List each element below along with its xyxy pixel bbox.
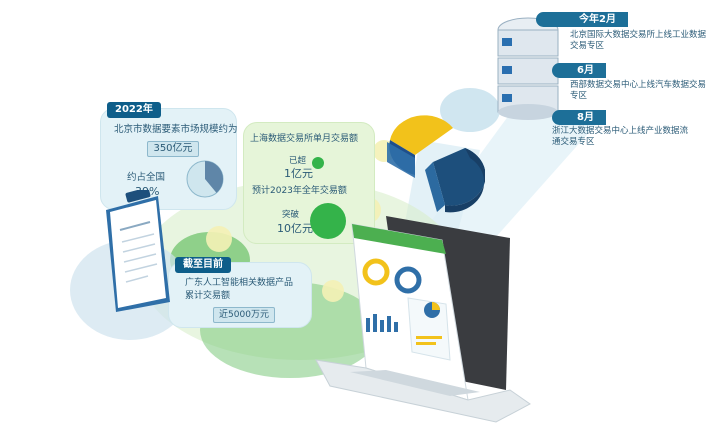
- market-scale-value: 350亿元: [147, 141, 199, 157]
- server-stack-icon: [497, 17, 559, 120]
- timeline-text: 浙江大数据交易中心上线产业数据流通交易专区: [552, 126, 689, 147]
- forecast-title: 预计2023年全年交易额: [252, 186, 347, 196]
- share-pie-slice: [205, 161, 223, 193]
- monthly-dot: [312, 157, 324, 169]
- stat-card-shanghai: 上海数据交易所单月交易额 已超 1亿元 预计2023年全年交易额 突破 10亿元: [243, 122, 375, 244]
- market-scale-label: 北京市数据要素市场规模约为: [114, 124, 238, 135]
- forecast-label: 突破: [282, 210, 300, 220]
- timeline-text: 北京国际大数据交易所上线工业数据交易专区: [570, 30, 707, 51]
- guangdong-value: 近5000万元: [213, 307, 275, 323]
- guangdong-line2: 累计交易额: [185, 291, 231, 301]
- share-label: 约占全国: [127, 172, 166, 183]
- monthly-label: 已超: [289, 156, 307, 166]
- card-tag: 截至目前: [175, 257, 231, 273]
- guangdong-line1: 广东人工智能相关数据产品: [185, 278, 294, 288]
- laptop-icon: [315, 216, 531, 423]
- document-icon: [106, 190, 170, 312]
- timeline-date: 今年2月: [536, 12, 628, 27]
- pie-chart-3d-icon: [387, 115, 485, 213]
- share-pie-chart: [186, 160, 224, 198]
- glow-dot: [206, 226, 232, 252]
- timeline-text: 西部数据交易中心上线汽车数据交易专区: [570, 80, 707, 101]
- forecast-value: 10亿元: [277, 222, 313, 235]
- forecast-dot: [310, 203, 346, 239]
- monthly-value: 1亿元: [284, 167, 313, 180]
- shanghai-title: 上海数据交易所单月交易额: [250, 134, 359, 144]
- timeline-date: 6月: [552, 63, 606, 78]
- glow-dot: [322, 280, 344, 302]
- card-tag: 2022年: [107, 102, 161, 118]
- timeline-date: 8月: [552, 110, 606, 125]
- stat-card-2022: 2022年 北京市数据要素市场规模约为 350亿元 约占全国 39%: [100, 102, 238, 210]
- stat-card-guangdong: 截至目前 广东人工智能相关数据产品 累计交易额 近5000万元: [168, 257, 312, 328]
